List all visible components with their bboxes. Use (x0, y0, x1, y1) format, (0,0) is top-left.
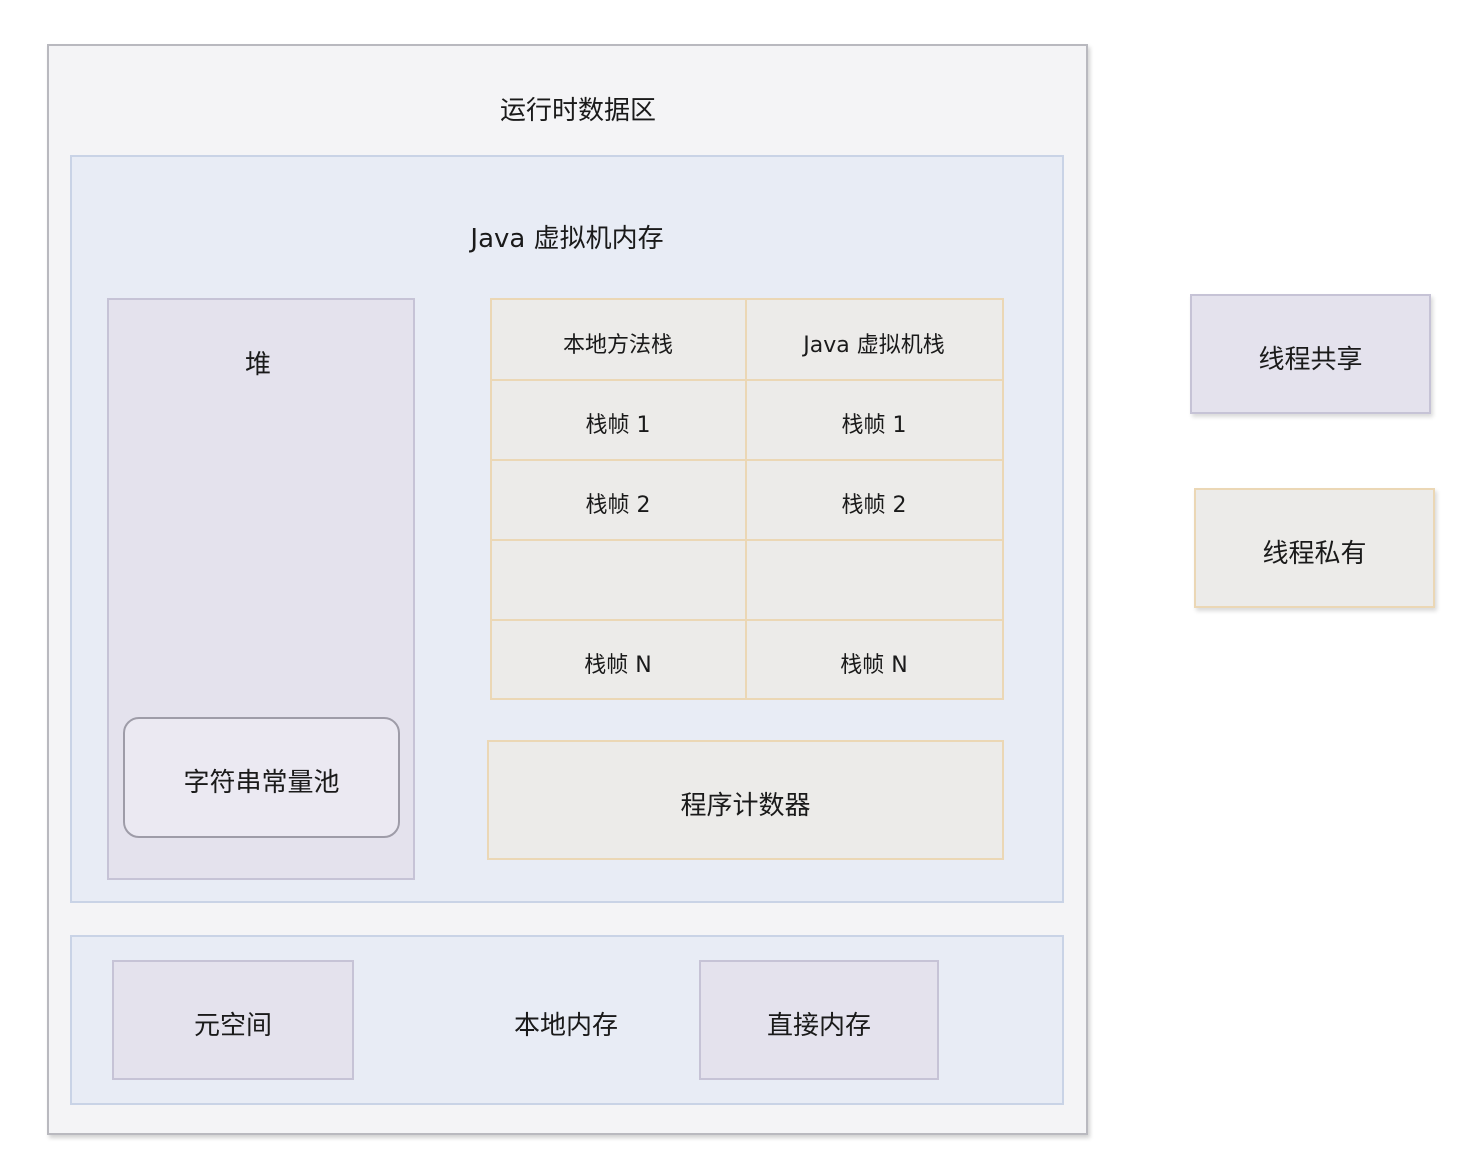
metaspace-label: 元空间 (193, 1011, 272, 1041)
stack-row-divider (490, 619, 1004, 621)
vm-stack-frame-1: 栈帧 1 (841, 413, 907, 438)
legend-thread-private-label: 线程私有 (1262, 539, 1367, 569)
program-counter-box (487, 740, 1004, 860)
native-stack-frame-n: 栈帧 N (584, 653, 652, 678)
metaspace-box (112, 960, 354, 1080)
native-method-stack-header: 本地方法栈 (562, 333, 673, 358)
heap-label: 堆 (244, 350, 271, 380)
java-vm-stack-header: Java 虚拟机栈 (803, 333, 945, 358)
native-stack-frame-1: 栈帧 1 (585, 413, 651, 438)
vm-stack-frame-n: 栈帧 N (840, 653, 908, 678)
legend-thread-private (1194, 488, 1435, 608)
runtime-data-area-title: 运行时数据区 (499, 96, 656, 126)
stack-row-divider (490, 539, 1004, 541)
legend-thread-shared-label: 线程共享 (1258, 345, 1363, 375)
stack-grid (490, 298, 1004, 700)
native-memory-title: 本地内存 (513, 1011, 618, 1041)
program-counter-label: 程序计数器 (680, 791, 811, 821)
stack-column-divider (745, 298, 747, 700)
string-constant-pool-box (123, 717, 400, 838)
native-stack-frame-2: 栈帧 2 (585, 493, 651, 518)
jvm-memory-title: Java 虚拟机内存 (470, 224, 664, 254)
vm-stack-frame-2: 栈帧 2 (841, 493, 907, 518)
stack-row-divider (490, 379, 1004, 381)
legend-thread-shared (1190, 294, 1431, 414)
direct-memory-box (699, 960, 939, 1080)
direct-memory-label: 直接内存 (766, 1011, 871, 1041)
string-constant-pool-label: 字符串常量池 (183, 768, 340, 798)
stack-row-divider (490, 459, 1004, 461)
